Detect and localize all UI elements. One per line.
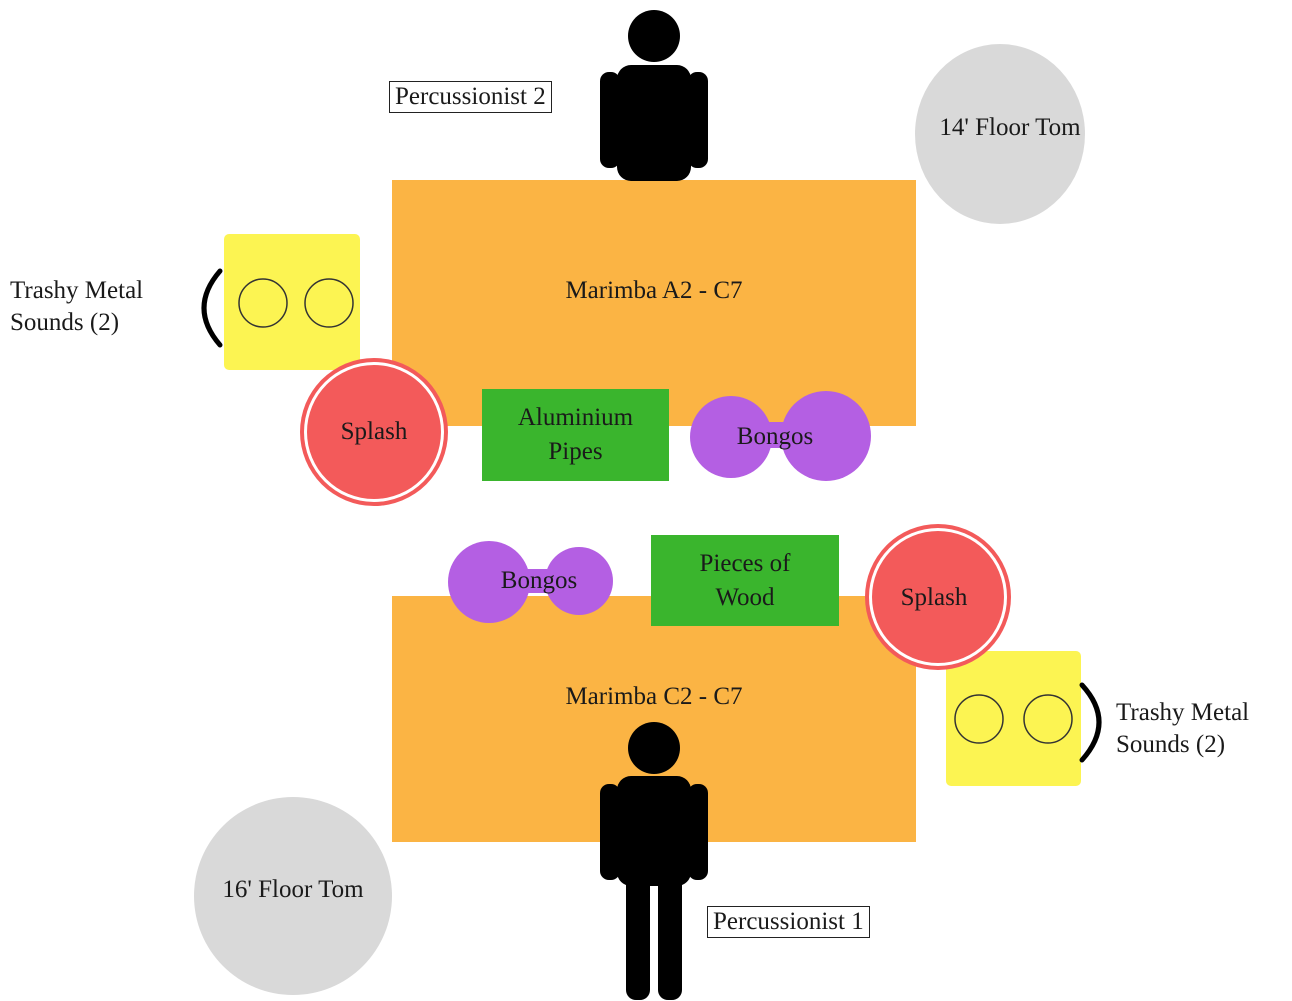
person-top-icon — [600, 10, 708, 181]
percussionist-2-label: Percussionist 2 — [389, 81, 552, 113]
trashy-metal-top-circles — [238, 278, 354, 328]
aluminium-pipes — [482, 389, 669, 481]
bongos-bottom — [448, 541, 613, 623]
trashy-metal-bottom — [946, 651, 1081, 786]
splash-bottom-label: Splash — [900, 584, 968, 611]
aluminium-pipes-label: Aluminium Pipes — [517, 404, 634, 465]
metal-circle-bottom-1 — [954, 694, 1004, 744]
bracket-right — [1079, 682, 1102, 763]
person-bottom-icon — [600, 722, 708, 1000]
splash-top-label: Splash — [340, 418, 408, 445]
pieces-of-wood — [651, 535, 839, 626]
pieces-of-wood-label: Pieces of Wood — [699, 549, 791, 611]
floor-tom-16 — [194, 797, 392, 995]
metal-circle-top-1 — [238, 278, 288, 328]
floor-tom-14 — [915, 44, 1085, 224]
floor-tom-14-label: 14' Floor Tom — [939, 114, 1081, 141]
metal-circle-top-2 — [304, 278, 354, 328]
bracket-left — [201, 268, 223, 348]
bongos-top-label: Bongos — [736, 423, 814, 450]
bongos-bottom-label: Bongos — [500, 567, 578, 594]
trashy-metal-top-label: Trashy Metal Sounds (2) — [10, 277, 144, 336]
trashy-metal-top — [224, 234, 360, 370]
marimba-top — [392, 180, 916, 426]
trashy-metal-bottom-circles — [954, 694, 1073, 744]
splash-bottom — [872, 531, 1004, 663]
trashy-metal-bottom-label: Trashy Metal Sounds (2) — [1116, 699, 1250, 758]
metal-circle-bottom-2 — [1023, 694, 1073, 744]
percussionist-1-label: Percussionist 1 — [707, 906, 870, 938]
splash-top — [307, 365, 441, 499]
floor-tom-16-label: 16' Floor Tom — [222, 876, 364, 903]
marimba-top-label: Marimba A2 - C7 — [565, 277, 743, 304]
bongos-top — [690, 391, 871, 481]
marimba-bottom-label: Marimba C2 - C7 — [565, 683, 743, 710]
